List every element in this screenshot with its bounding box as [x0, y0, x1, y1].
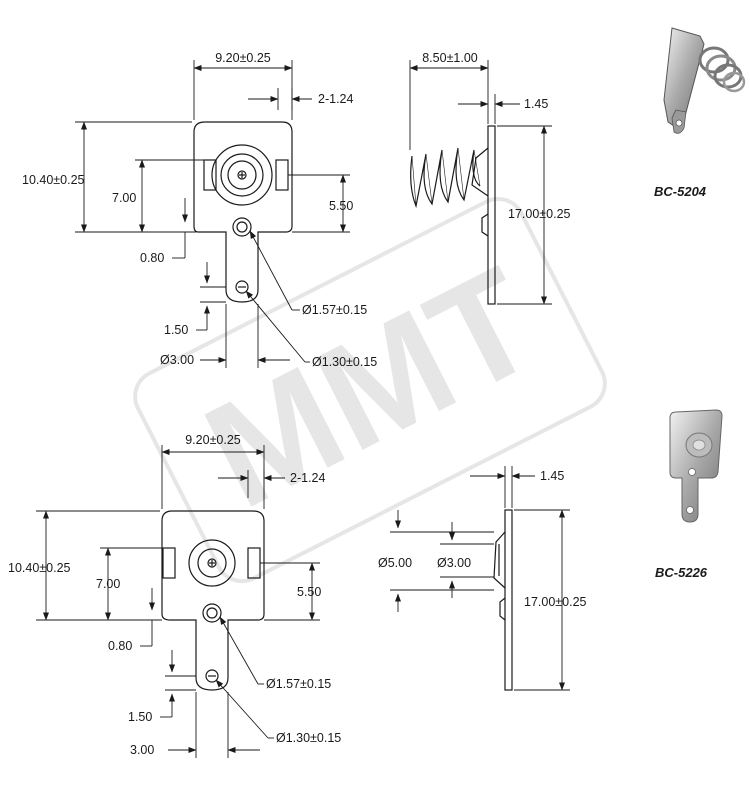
top-front-labels: 9.20±0.25 2-1.24 10.40±0.25 7.00 5.50 0.…	[22, 51, 377, 369]
top-front-view	[193, 121, 293, 303]
spring-battery-contact-icon	[663, 27, 746, 134]
top-offset-label: 2-1.24	[318, 92, 353, 106]
bottom-hole-large-label: Ø1.57±0.15	[266, 677, 331, 691]
bottom-side-dimensions	[390, 466, 570, 691]
top-tab-length-label: 1.50	[164, 323, 188, 337]
product-caption-bc-5226: BC-5226	[655, 565, 708, 580]
top-side-view	[410, 125, 496, 305]
top-side-dimensions	[409, 60, 552, 305]
bottom-tab-width-label: 3.00	[130, 743, 154, 757]
outer-diameter-label: Ø5.00	[378, 556, 412, 570]
bottom-thickness-label: 1.45	[540, 469, 564, 483]
top-hole-small-label: Ø1.30±0.15	[312, 355, 377, 369]
bottom-front-outline	[161, 510, 265, 691]
top-width-label: 9.20±0.25	[215, 51, 271, 65]
watermark: MMT	[133, 196, 607, 584]
bottom-front-view	[161, 510, 265, 691]
top-tab-gap-label: 0.80	[140, 251, 164, 265]
bottom-front-labels: 9.20±0.25 2-1.24 10.40±0.25 7.00 5.50 0.…	[8, 433, 341, 757]
bottom-side-view	[493, 509, 513, 691]
bottom-height-label: 10.40±0.25	[8, 561, 71, 575]
bottom-side-height-label: 5.50	[297, 585, 321, 599]
bottom-offset-label: 2-1.24	[290, 471, 325, 485]
top-tab-width-label: Ø3.00	[160, 353, 194, 367]
bottom-side-plate	[504, 509, 513, 691]
product-caption-bc-5204: BC-5204	[654, 184, 707, 199]
bottom-center-height-label: 7.00	[96, 577, 120, 591]
bottom-width-label: 9.20±0.25	[185, 433, 241, 447]
inner-diameter-label: Ø3.00	[437, 556, 471, 570]
top-front-outline	[193, 121, 293, 303]
bottom-side-labels: 1.45 Ø5.00 Ø3.00 17.00±0.25	[378, 469, 587, 609]
top-thickness-label: 1.45	[524, 97, 548, 111]
top-center-height-label: 7.00	[112, 191, 136, 205]
top-front-dimensions	[75, 60, 350, 368]
top-height-label: 10.40±0.25	[22, 173, 85, 187]
top-side-labels: 8.50±1.00 1.45 17.00±0.25	[422, 51, 570, 221]
watermark-text: MMT	[181, 235, 562, 540]
spring-length-label: 8.50±1.00	[422, 51, 478, 65]
bottom-hole-small-label: Ø1.30±0.15	[276, 731, 341, 745]
bottom-plate-height-label: 17.00±0.25	[524, 595, 587, 609]
bottom-tab-length-label: 1.50	[128, 710, 152, 724]
bottom-tab-gap-label: 0.80	[108, 639, 132, 653]
top-side-height-label: 5.50	[329, 199, 353, 213]
button-battery-contact-icon	[669, 409, 723, 523]
top-side-plate	[487, 125, 496, 305]
top-hole-large-label: Ø1.57±0.15	[302, 303, 367, 317]
bottom-front-dimensions	[36, 445, 320, 758]
top-plate-height-label: 17.00±0.25	[508, 207, 571, 221]
